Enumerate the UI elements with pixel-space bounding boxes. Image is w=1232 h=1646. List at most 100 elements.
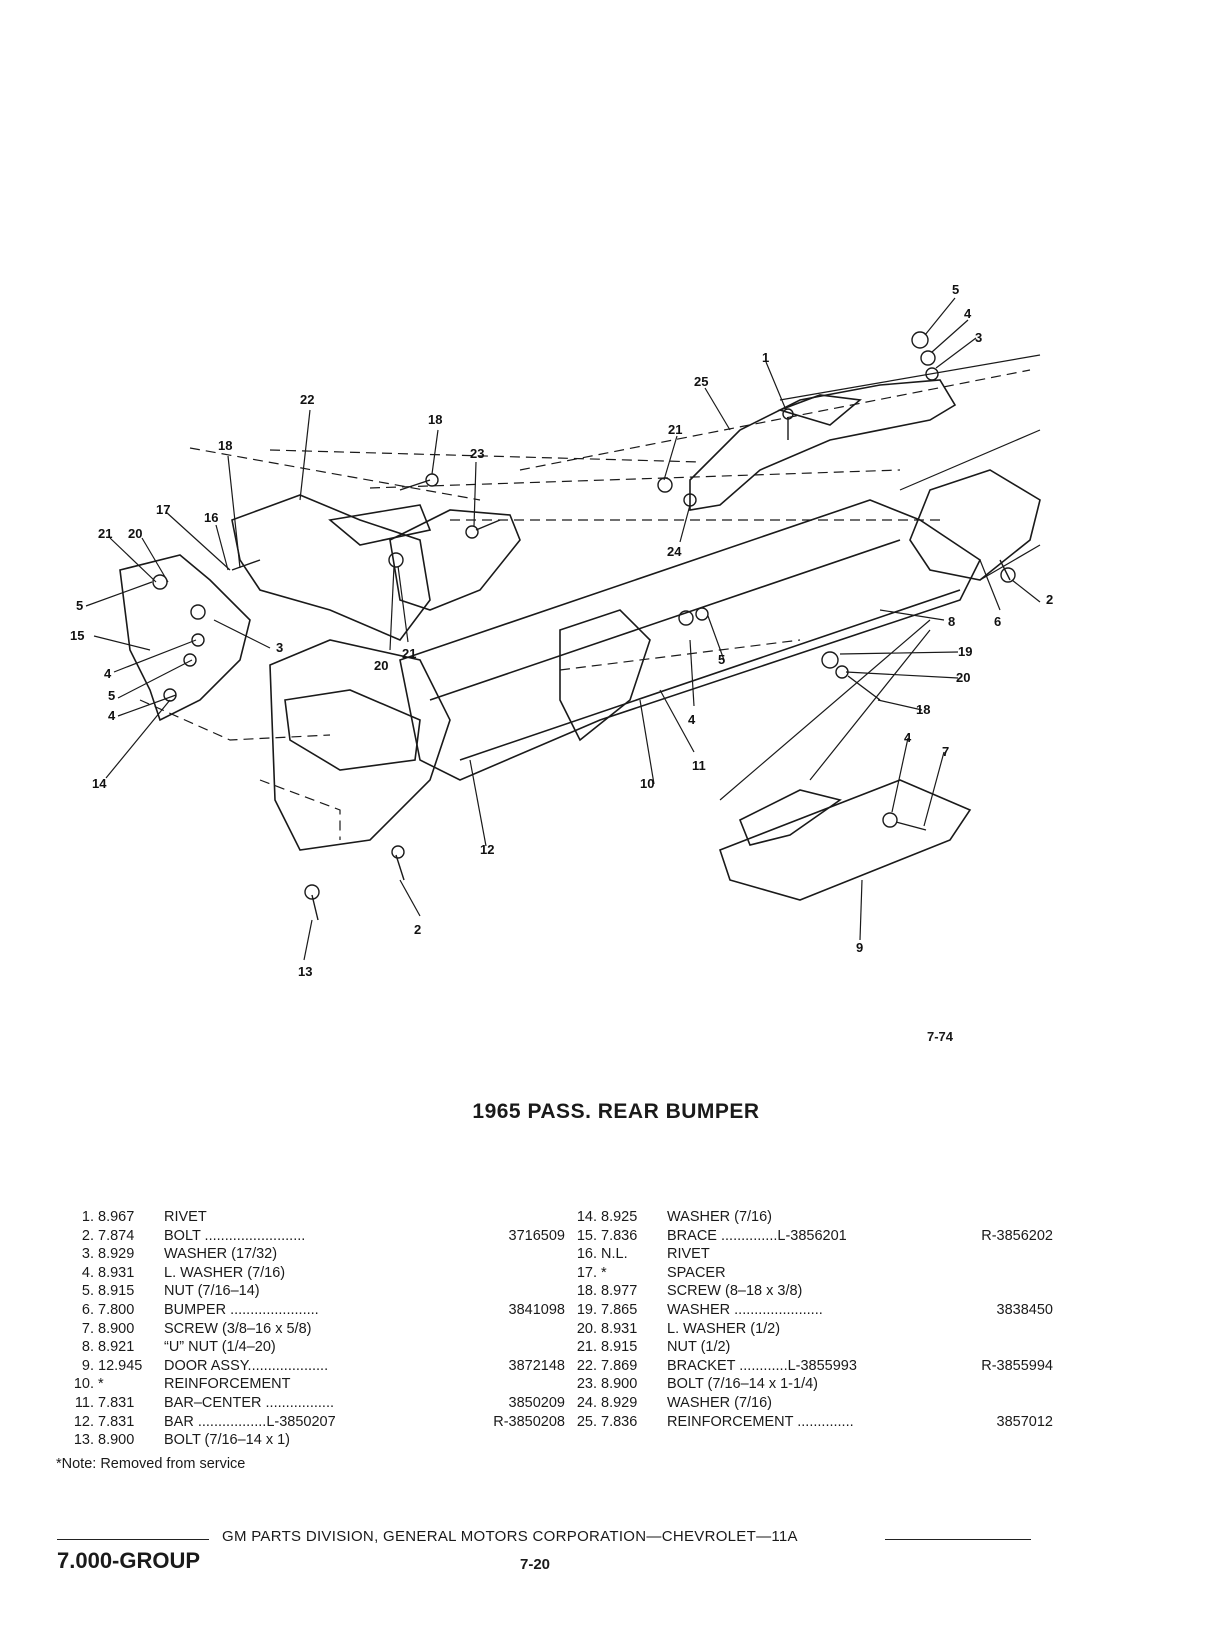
part-description: L. WASHER (7/16): [164, 1264, 286, 1281]
bar-center-11-lower: [459, 589, 961, 761]
part-number: 16.: [576, 1246, 597, 1263]
part-number: 24.: [576, 1394, 597, 1411]
svg-text:14: 14: [92, 776, 107, 791]
part-number: 3.: [81, 1246, 94, 1263]
part-description: BUMPER ......................: [164, 1301, 319, 1318]
part-number: 7.: [81, 1320, 94, 1337]
part-code: 7.874: [98, 1227, 135, 1244]
part-code: 8.900: [601, 1376, 638, 1393]
footer-division: GM PARTS DIVISION, GENERAL MOTORS CORPOR…: [222, 1528, 798, 1545]
bar-center-11: [399, 499, 982, 781]
part-code: 7.869: [601, 1357, 638, 1374]
part-number: 6.: [81, 1301, 94, 1318]
part-number: 1.: [81, 1209, 94, 1225]
part-code: 7.800: [98, 1301, 135, 1318]
svg-text:25: 25: [694, 374, 708, 389]
svg-text:5: 5: [108, 688, 115, 703]
svg-text:4: 4: [104, 666, 112, 681]
service-note: *Note: Removed from service: [56, 1456, 246, 1472]
svg-text:22: 22: [300, 392, 314, 407]
part-description: RIVET: [667, 1246, 710, 1263]
bar-center-11-edge: [429, 539, 901, 701]
part-code: 8.915: [98, 1283, 135, 1300]
part-code: 7.865: [601, 1301, 638, 1318]
svg-text:12: 12: [480, 842, 494, 857]
footer-rule-right: [885, 1539, 1031, 1540]
part-code: 8.921: [98, 1339, 135, 1356]
part-description: SPACER: [667, 1264, 726, 1281]
part-number: 9.: [81, 1357, 94, 1374]
svg-text:15: 15: [70, 628, 84, 643]
svg-text:1: 1: [762, 350, 769, 365]
part-row: 1.8.967 RIVET: [60, 1208, 565, 1227]
bumper-end-left: [269, 639, 451, 851]
part-code: 8.915: [601, 1339, 638, 1356]
part-number: 23.: [576, 1376, 597, 1393]
leader-lines: [85, 297, 1041, 961]
fasteners: [152, 331, 1016, 921]
svg-text:19: 19: [958, 644, 972, 659]
svg-text:3: 3: [276, 640, 283, 655]
catalog-number: 3872148: [508, 1357, 565, 1374]
svg-text:21: 21: [98, 526, 112, 541]
svg-text:18: 18: [428, 412, 442, 427]
svg-text:5: 5: [718, 652, 725, 667]
svg-text:3: 3: [975, 330, 982, 345]
svg-text:18: 18: [916, 702, 930, 717]
part-row: 22.7.869 BRACKET ............L-3855993 R-3…: [563, 1357, 1053, 1376]
reference-lines: [719, 354, 1041, 801]
svg-text:13: 13: [298, 964, 312, 979]
part-number: 15.: [576, 1227, 597, 1244]
callout-labels: 5 4 3 1 25 21 24 22 18 23 18 17 16 21 20…: [70, 282, 1053, 979]
part-number: 22.: [576, 1357, 597, 1374]
part-code: 7.836: [601, 1227, 638, 1244]
catalog-number: R-3855994: [981, 1357, 1053, 1374]
bracket-23: [389, 509, 521, 611]
part-row: 8.8.921“U” NUT (1/4–20): [60, 1338, 565, 1357]
part-number: 14.: [576, 1209, 597, 1225]
part-description: NUT (7/16–14): [164, 1283, 260, 1300]
bracket-22: [231, 494, 431, 641]
part-description: REINFORCEMENT ..............: [667, 1413, 854, 1430]
part-description: SCREW (3/8–16 x 5/8): [164, 1320, 312, 1337]
svg-text:21: 21: [668, 422, 682, 437]
part-number: 12.: [73, 1413, 94, 1430]
part-code: 12.945: [98, 1357, 143, 1374]
reinforcement-10: [559, 609, 651, 742]
svg-text:6: 6: [994, 614, 1001, 629]
part-description: BAR .................L-3850207: [164, 1413, 336, 1430]
page-title: 1965 PASS. REAR BUMPER: [472, 1100, 760, 1123]
part-code: 7.836: [601, 1413, 638, 1430]
part-description: BRACKET ............L-3855993: [667, 1357, 857, 1374]
part-number: 19.: [576, 1301, 597, 1318]
part-code: 8.931: [98, 1264, 135, 1281]
reinforcement-25: [689, 379, 957, 511]
part-number: 13.: [73, 1432, 94, 1449]
part-code: *: [601, 1264, 607, 1281]
bumper-end-right: [909, 469, 1041, 581]
part-row: 10. *REINFORCEMENT: [60, 1375, 565, 1394]
part-description: RIVET: [164, 1209, 207, 1225]
part-number: 21.: [576, 1339, 597, 1356]
part-number: 10.: [73, 1376, 94, 1393]
part-code: 8.967: [98, 1209, 135, 1225]
door-assy-9: [719, 779, 972, 901]
catalog-number: 3841098: [508, 1301, 565, 1318]
catalog-number: R-3850208: [493, 1413, 565, 1430]
svg-text:18: 18: [218, 438, 232, 453]
part-description: SCREW (8–18 x 3/8): [667, 1283, 803, 1300]
bracket-22-flange: [328, 504, 432, 546]
svg-text:4: 4: [964, 306, 972, 321]
catalog-number: 3857012: [996, 1413, 1053, 1430]
